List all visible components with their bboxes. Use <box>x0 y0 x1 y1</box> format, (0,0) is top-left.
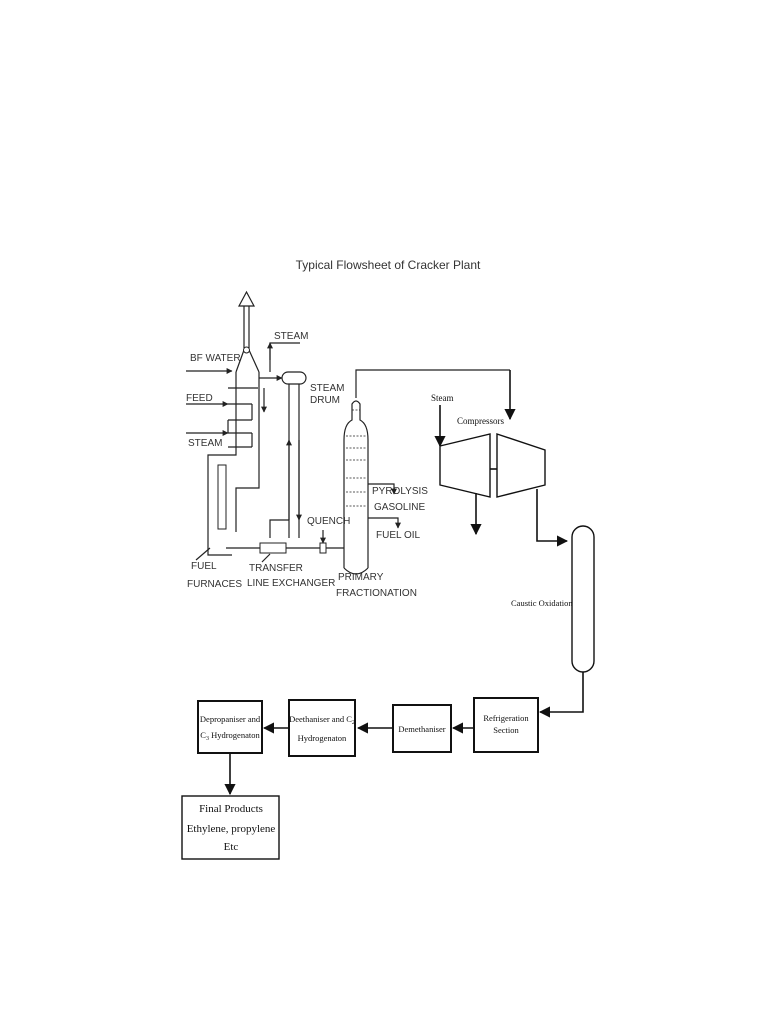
label-steam-compressor: Steam <box>431 393 454 403</box>
label-caustic-oxidation: Caustic Oxidation <box>511 598 573 608</box>
caustic-oxidation-vessel <box>571 525 595 673</box>
label-transfer-1: TRANSFER <box>249 563 303 574</box>
label-primary-2: FRACTIONATION <box>336 588 417 599</box>
deethaniser-label-1: Deethaniser and C2 <box>289 714 355 726</box>
transfer-line-exchanger <box>259 542 287 554</box>
label-steam-in: STEAM <box>188 438 222 449</box>
label-pyrolysis-2: GASOLINE <box>374 502 425 513</box>
depropaniser-box <box>197 700 263 754</box>
deethaniser-label-2: Hydrogenaton <box>298 733 347 743</box>
refrigeration-label-1: Refrigeration <box>483 713 529 723</box>
label-primary-1: PRIMARY <box>338 572 384 583</box>
depropaniser-label-2: C3 Hydrogenaton <box>200 730 260 742</box>
label-bf-water: BF WATER <box>190 353 241 364</box>
final-products-label-2: Ethylene, propylene <box>187 823 276 835</box>
final-products-label-1: Final Products <box>199 803 263 815</box>
refrigeration-label-2: Section <box>493 725 519 735</box>
refrigeration-section-box <box>473 697 539 753</box>
steam-out-line <box>269 342 300 372</box>
label-transfer-2: LINE EXCHANGER <box>247 578 335 589</box>
label-furnaces: FURNACES <box>187 579 242 590</box>
label-pyrolysis-1: PYROLYSIS <box>372 486 428 497</box>
furnace-section: BF WATER FEED STEAM STEAM STEAM DRUM QUE… <box>186 290 428 599</box>
furnace-right-wall <box>235 372 260 532</box>
furnace-left-wall <box>207 372 237 556</box>
primary-fractionator <box>343 400 369 568</box>
depropaniser-label-1: Depropaniser and <box>200 714 261 724</box>
final-products-box <box>181 795 280 860</box>
compression-section: Steam Compressors Caustic Oxidation <box>355 369 595 718</box>
label-steam-drum-2: DRUM <box>310 395 340 406</box>
demethaniser-box <box>392 704 452 753</box>
final-products-label-3: Etc <box>224 841 239 853</box>
label-fuel-oil: FUEL OIL <box>376 530 421 541</box>
deethaniser-box <box>288 699 356 757</box>
demethaniser-label: Demethaniser <box>398 724 445 734</box>
label-quench: QUENCH <box>307 516 350 527</box>
stack-up-arrow-icon <box>237 290 256 348</box>
radiant-coil <box>217 464 227 530</box>
label-feed: FEED <box>186 393 213 404</box>
compressor-stage-2 <box>496 433 546 498</box>
separation-train: Refrigeration Section Demethaniser Deeth… <box>181 697 539 860</box>
overhead-line <box>355 369 510 398</box>
label-fuel: FUEL <box>191 561 217 572</box>
label-compressors: Compressors <box>457 416 504 426</box>
quench-vessel <box>319 542 327 554</box>
label-steam-out: STEAM <box>274 331 308 342</box>
compressor-stage-1 <box>439 433 491 498</box>
diagram-title: Typical Flowsheet of Cracker Plant <box>296 258 481 272</box>
label-steam-drum-1: STEAM <box>310 383 344 394</box>
steam-drum <box>281 371 307 385</box>
damper-icon <box>243 346 250 354</box>
